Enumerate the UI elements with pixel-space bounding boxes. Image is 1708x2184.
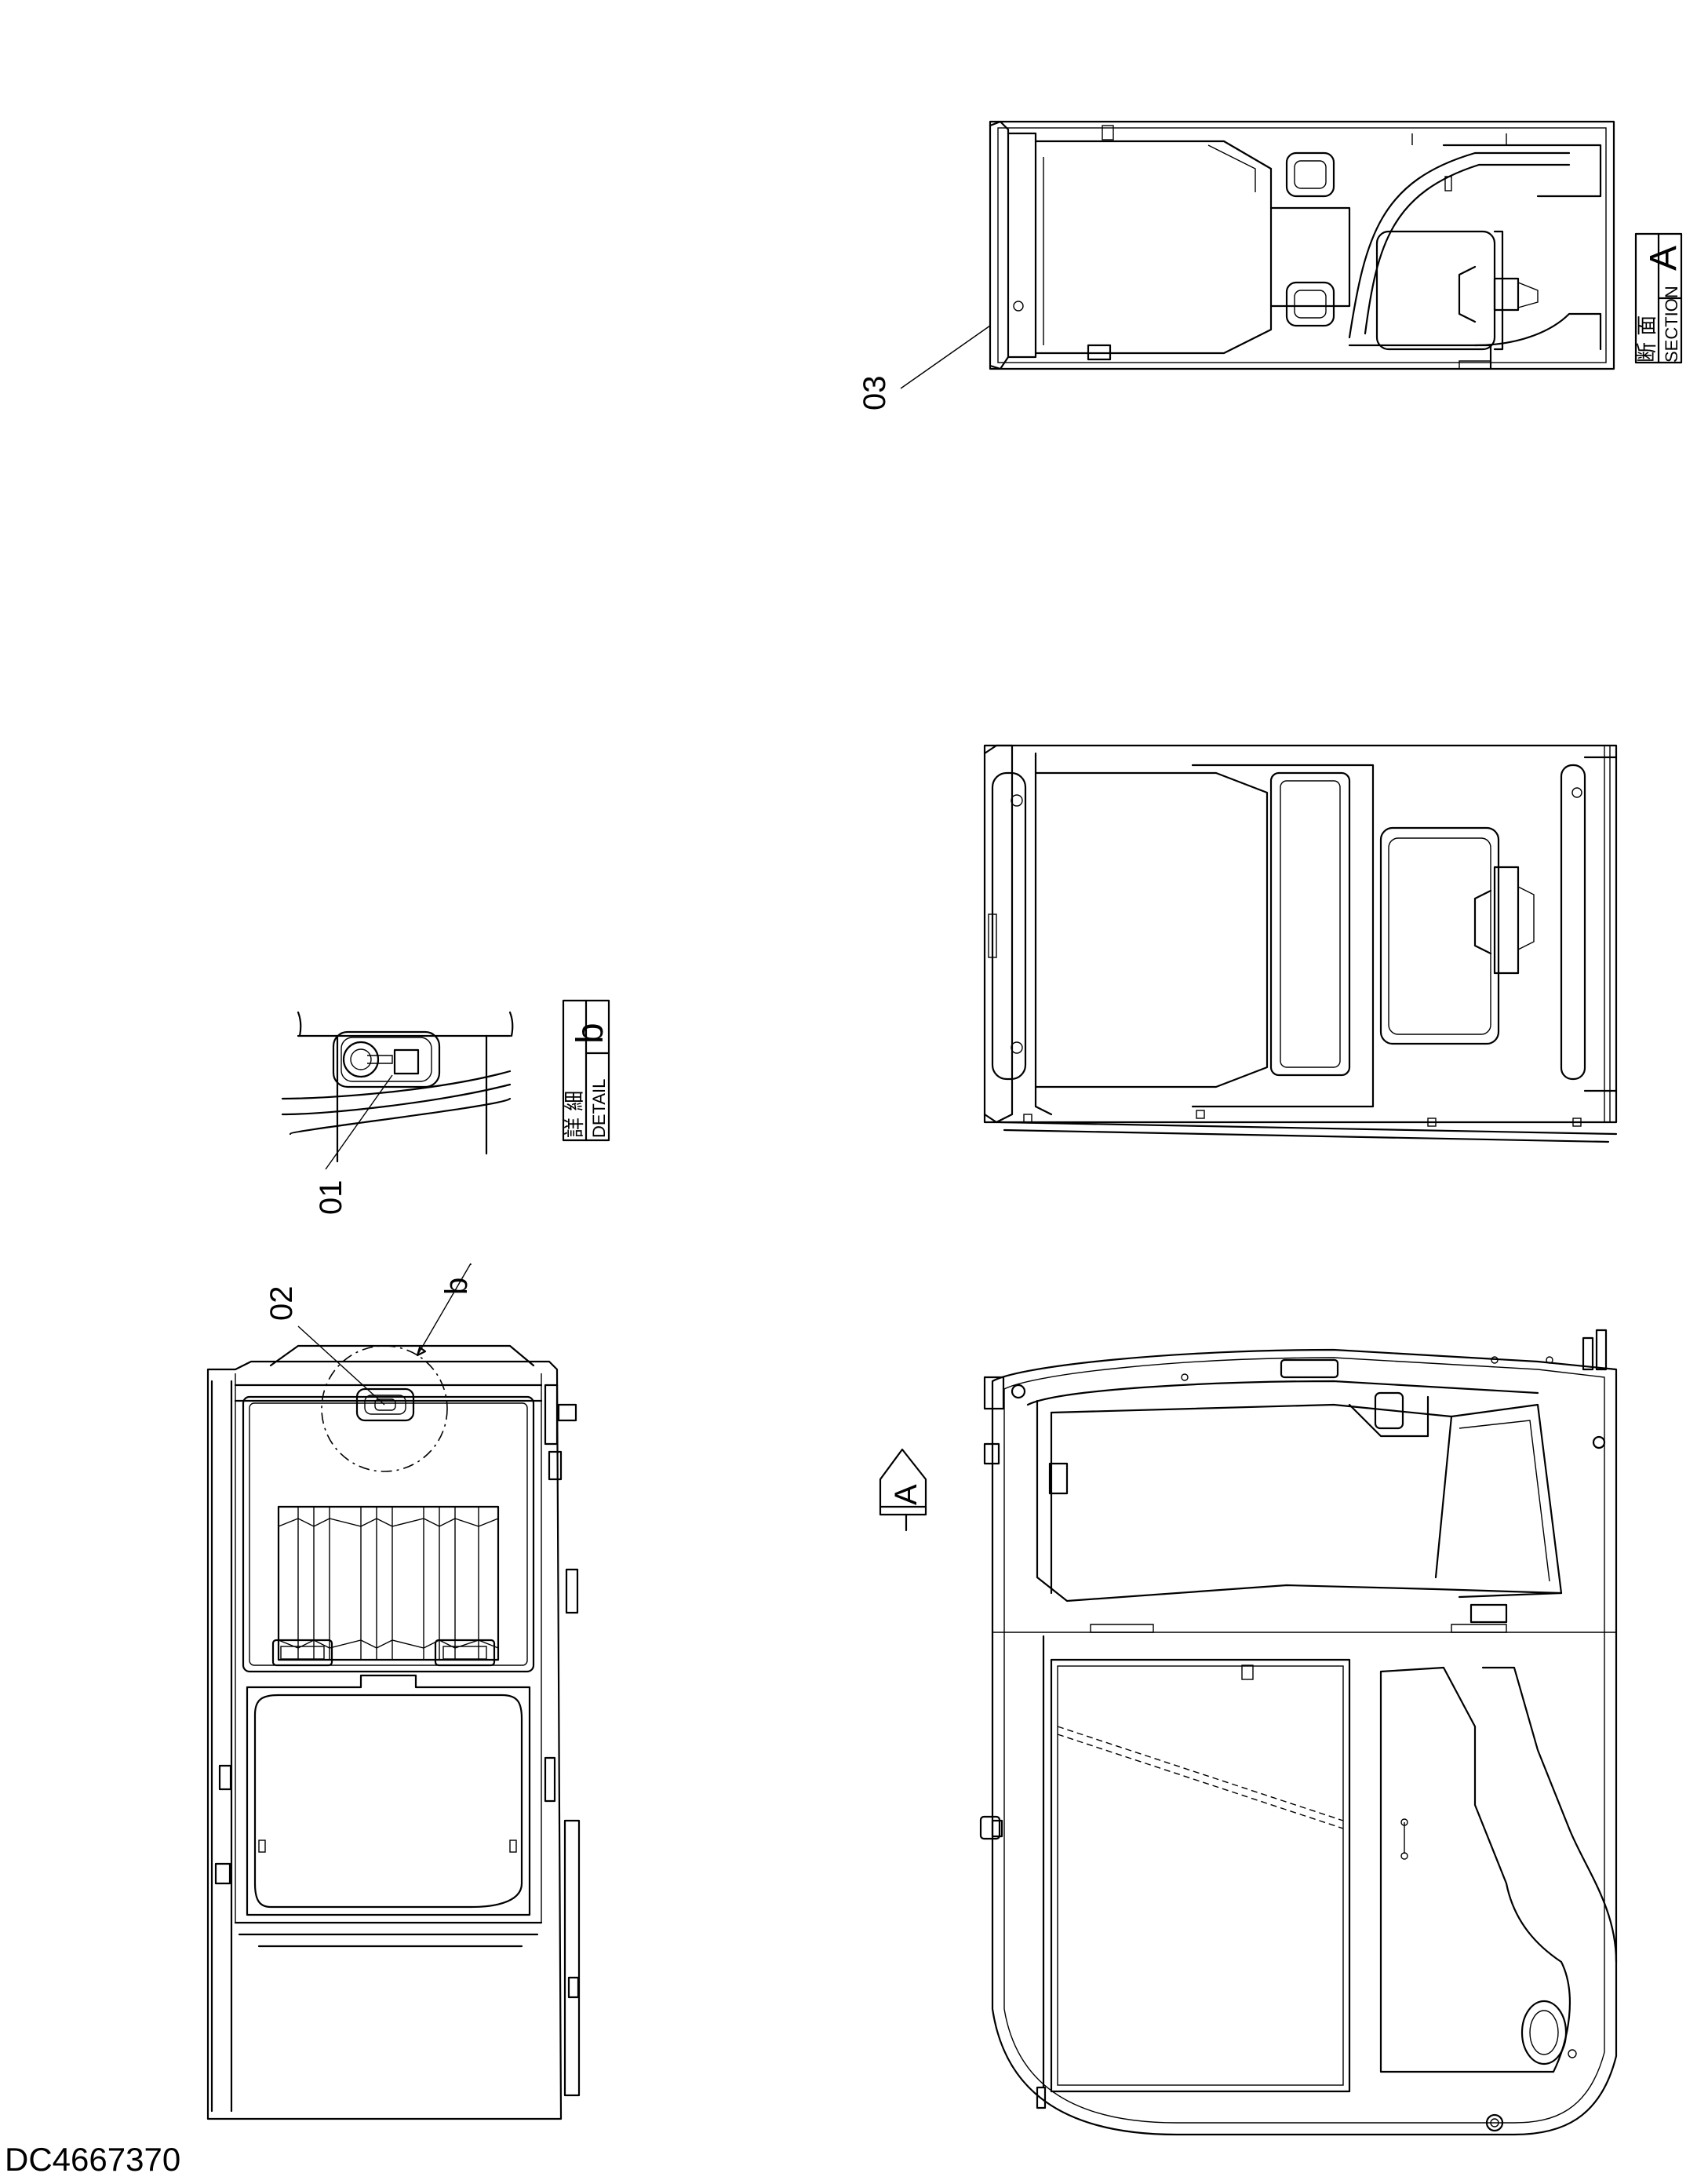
view-arrow-a: A	[879, 1448, 927, 1532]
section-kanji: 断 面	[1636, 315, 1659, 363]
bottom-left-view	[206, 1344, 581, 2120]
section-a-title-box: A 断 面 SECTION	[1634, 232, 1684, 364]
section-a-view	[989, 120, 1615, 370]
section-a-letter: A	[1643, 246, 1684, 271]
view-arrow-a-label: A	[889, 1484, 923, 1505]
middle-right-view	[983, 744, 1618, 1143]
callout-01-label: 01	[314, 1180, 348, 1216]
detail-b-ref-label: b	[439, 1278, 474, 1295]
section-english: SECTION	[1662, 286, 1681, 363]
detail-b-letter: b	[570, 1023, 611, 1044]
callout-02: 02	[264, 1286, 385, 1406]
detail-kanji: 詳 細	[563, 1091, 587, 1138]
detail-english: DETAIL	[589, 1079, 609, 1138]
drawing-number: DC4667370	[5, 2141, 181, 2178]
detail-b-title-box: b 詳 細 DETAIL	[562, 999, 611, 1142]
bottom-right-view	[979, 1329, 1618, 2136]
detail-b-circle: b	[321, 1263, 474, 1472]
callout-03: 03	[858, 325, 991, 411]
callout-03-label: 03	[858, 376, 892, 411]
callout-02-label: 02	[264, 1286, 299, 1322]
detail-b-view: 01	[281, 1011, 514, 1216]
